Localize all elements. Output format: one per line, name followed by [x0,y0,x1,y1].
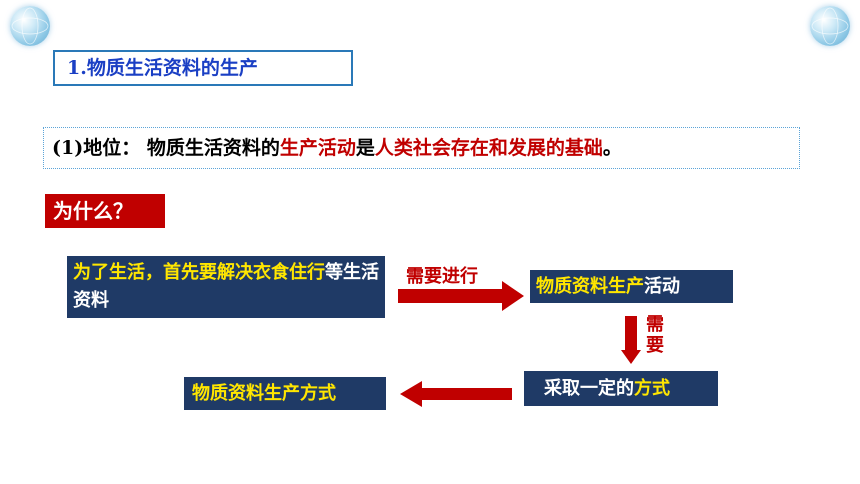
box2-highlight: 物质资料生产 [536,276,644,297]
section-title-text: 物质生活资料的生产 [86,57,258,79]
globe-icon-right [810,6,850,46]
point-prefix: (1) [52,137,84,159]
arrow2-label: 需要 [646,314,664,356]
arrow-right-icon [398,281,524,311]
globe-icon-left [10,6,50,46]
box1-part3: 行 [307,262,325,283]
point-text-b: 是 [355,137,375,159]
point-statement: (1)地位： 物质生活资料的生产活动是人类社会存在和发展的基础。 [43,127,800,169]
box1-part2: 衣食住 [253,262,307,283]
point-text-a: 物质生活资料的 [146,137,280,159]
section-title: 1.物质生活资料的生产 [53,50,353,86]
flow-box-production-mode: 物质资料生产方式 [184,377,386,410]
point-end: 。 [602,137,622,159]
arrow-left-icon [400,381,512,407]
box2-rest: 活动 [644,276,680,297]
section-number: 1. [67,57,87,79]
flow-box-need-life: 为了生活，首先要解决衣食住行等生活资料 [67,256,385,318]
box1-part4: 等生活资料 [73,262,379,311]
arrow1-label: 需要进行 [406,266,478,287]
box3-rest: 采取一定的 [544,378,634,399]
flow-box-production-activity: 物质资料生产活动 [530,270,733,303]
point-label: 地位： [83,137,141,159]
box1-part1: 为了生活，首先要解决 [73,262,253,283]
point-highlight-b: 人类社会存在和发展的基础 [374,137,603,159]
point-highlight-a: 生产活动 [279,137,356,159]
arrow-down-icon [621,316,641,364]
box3-highlight: 方式 [634,378,670,399]
why-label: 为什么？ [45,194,165,228]
flow-box-adopt-mode: 采取一定的方式 [524,371,718,406]
